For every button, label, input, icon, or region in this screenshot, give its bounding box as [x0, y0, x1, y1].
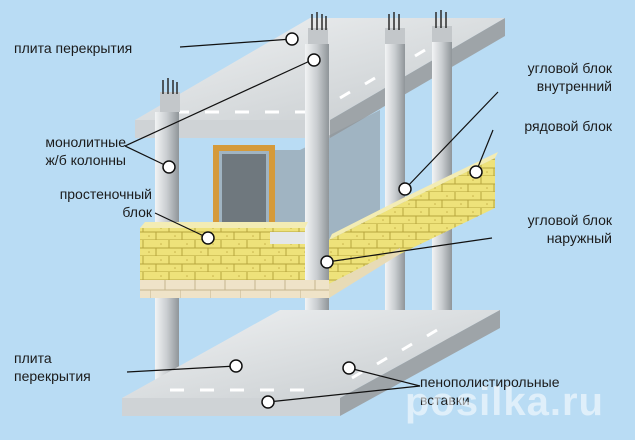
- label-pier-block-line2: блок: [122, 204, 152, 220]
- label-slab-bottom-line1: плита: [14, 350, 52, 366]
- leader-lines: [124, 38, 499, 403]
- watermark: posilka.ru: [405, 380, 604, 424]
- wall-right: [270, 152, 498, 298]
- label-slab-top: плита перекрытия: [14, 40, 133, 56]
- label-row-block: рядовой блок: [524, 118, 612, 134]
- label-pier-block-line1: простеночный: [59, 186, 152, 202]
- label-columns-line2: ж/б колонны: [45, 152, 126, 168]
- label-corner-outer-line1: угловой блок: [527, 212, 612, 228]
- label-foam-line2: вставки: [420, 392, 470, 408]
- label-corner-inner-line1: угловой блок: [527, 60, 612, 76]
- label-slab-bottom-line2: перекрытия: [14, 368, 91, 384]
- rebar-stubs: [160, 10, 452, 112]
- callout-dots: [162, 32, 483, 409]
- window-frame: [213, 145, 275, 243]
- label-corner-outer-line2: наружный: [546, 230, 612, 246]
- label-corner-inner-line2: внутренний: [536, 78, 612, 94]
- lower-slab: [122, 310, 500, 416]
- wall-left: [140, 222, 330, 298]
- label-foam-line1: пенополистирольные: [420, 374, 560, 390]
- label-columns-line1: монолитные: [45, 134, 126, 150]
